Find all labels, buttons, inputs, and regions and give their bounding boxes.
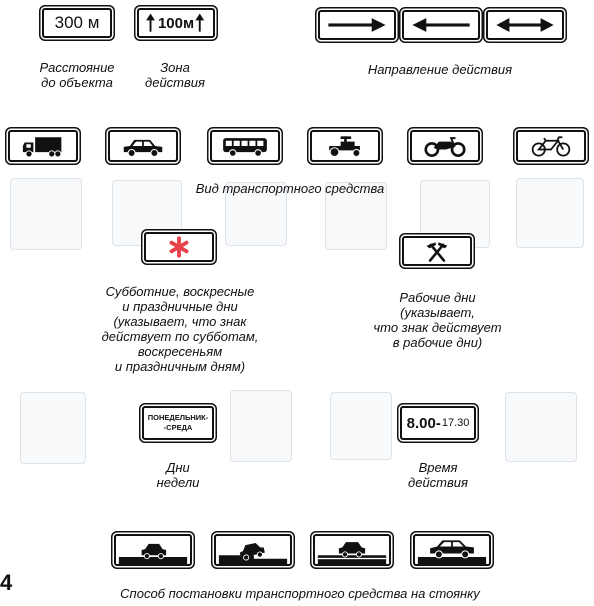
holidays-caption: Субботние, воскресные и праздничные дни …	[101, 284, 259, 374]
weekdays-caption: Дни недели	[156, 460, 200, 490]
distance-caption: Расстояние до объекта	[39, 60, 115, 90]
distance-plate: 300 м	[42, 8, 112, 38]
truck-plate	[8, 130, 78, 162]
ghost-sign	[505, 392, 577, 462]
parking-sidewalk-plate	[313, 534, 391, 566]
page-number: 4	[0, 570, 13, 595]
asterisk-icon	[169, 236, 189, 258]
tractor-icon	[329, 136, 361, 158]
arrow-right-icon	[328, 18, 386, 32]
arrow-both-icon	[496, 18, 554, 32]
direction-caption: Направление действия	[367, 62, 513, 77]
truck-icon	[22, 137, 62, 158]
ghost-sign	[230, 390, 292, 462]
parking-on-road-icon	[118, 543, 188, 564]
holidays-plate	[144, 232, 214, 262]
direction-right-plate	[318, 10, 396, 40]
motorcycle-icon	[424, 137, 466, 157]
car-plate	[108, 130, 178, 162]
parking-caption: Способ постановки транспортного средства…	[120, 586, 480, 601]
weekdays-plate: ПОНЕДЕЛЬНИК- -СРЕДА	[142, 406, 214, 440]
zone-plate: 100м	[137, 8, 215, 38]
direction-both-plate	[486, 10, 564, 40]
bus-icon	[223, 138, 267, 157]
parking-half-sidewalk-plate	[214, 534, 292, 566]
direction-left-plate	[402, 10, 480, 40]
ghost-sign	[10, 178, 82, 250]
bicycle-icon	[531, 136, 571, 157]
motorcycle-plate	[410, 130, 480, 162]
car-icon	[123, 139, 163, 158]
weekdays-text: ПОНЕДЕЛЬНИК- -СРЕДА	[147, 413, 209, 432]
tractor-plate	[310, 130, 380, 162]
time-plate: 8.00-17.30	[400, 406, 476, 440]
ghost-sign	[516, 178, 584, 248]
parking-half-sidewalk-icon	[218, 542, 288, 564]
bicycle-plate	[516, 130, 586, 162]
ghost-sign	[325, 182, 387, 250]
parking-road-plate	[114, 534, 192, 566]
hammers-icon	[426, 242, 448, 262]
vehicle-type-caption: Вид транспортного средства	[195, 181, 385, 196]
parking-on-sidewalk-icon	[417, 540, 487, 564]
zone-caption: Зона действия	[145, 60, 205, 90]
arrow-up-icon	[146, 13, 205, 32]
zone-value: 100м	[157, 14, 195, 32]
ghost-sign	[225, 182, 287, 246]
time-caption: Время действия	[408, 460, 468, 490]
parking-on-sidewalk-plate	[413, 534, 491, 566]
parking-sidewalk-icon	[317, 542, 387, 564]
ghost-sign	[20, 392, 86, 464]
distance-value: 300 м	[54, 13, 100, 32]
time-text: 8.00-17.30	[406, 414, 470, 432]
bus-plate	[210, 130, 280, 162]
workdays-caption: Рабочие дни (указывает, что знак действу…	[373, 290, 502, 350]
ghost-sign	[330, 392, 392, 460]
workdays-plate	[402, 236, 472, 266]
arrow-left-icon	[412, 18, 470, 32]
zone-arrows	[146, 13, 205, 32]
